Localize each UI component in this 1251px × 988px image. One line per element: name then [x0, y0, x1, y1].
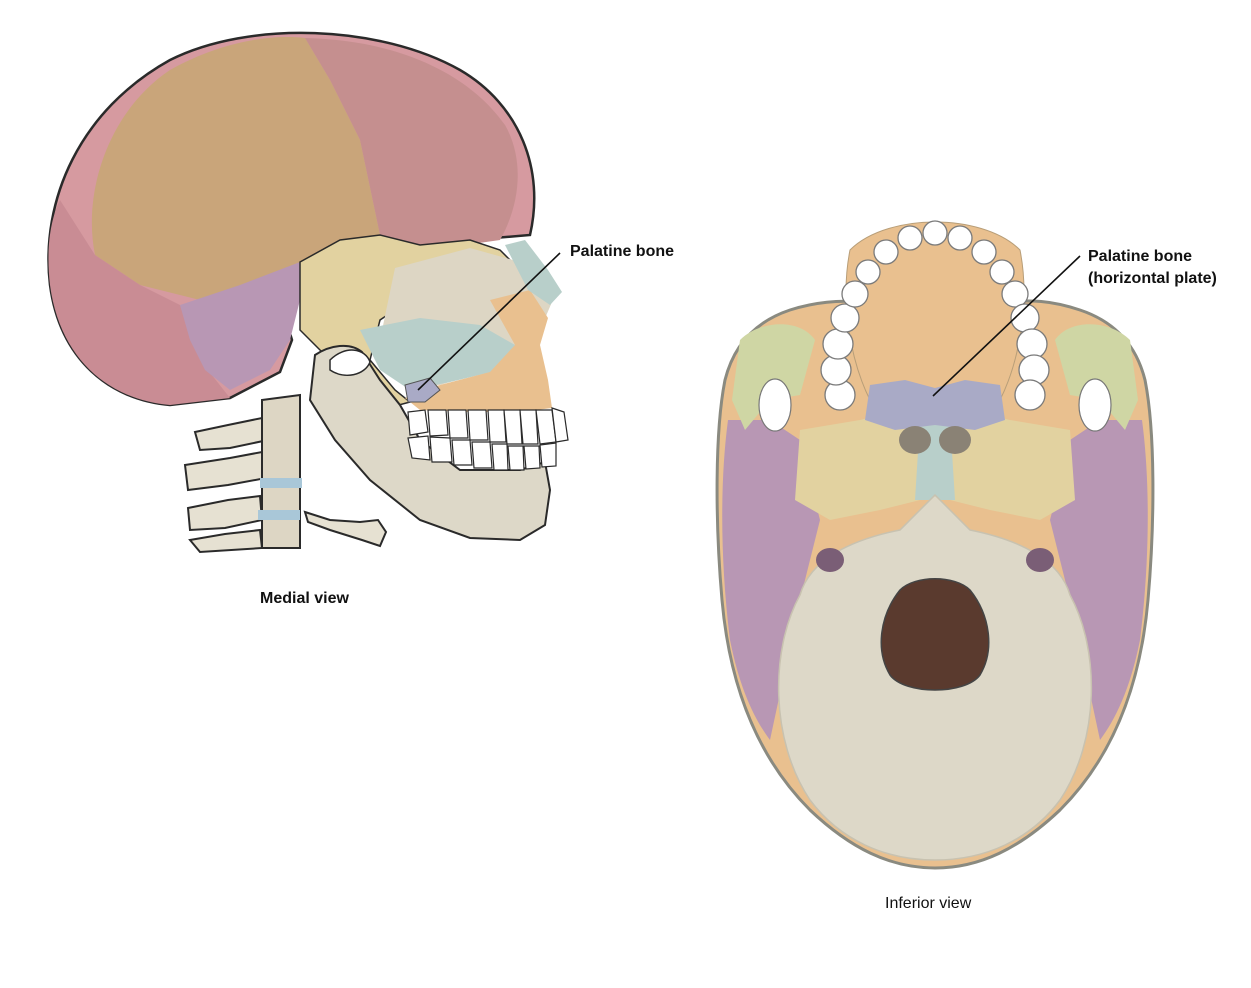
medial-palatine-label: Palatine bone — [570, 243, 675, 260]
zygomatic-right — [1055, 324, 1138, 430]
inferior-view-caption: Inferior view — [885, 895, 972, 912]
medial-view-caption: Medial view — [260, 590, 349, 607]
zygomatic-left — [732, 324, 815, 430]
palatine-bone-medial — [404, 377, 441, 403]
inferior-callout-line — [932, 255, 1081, 397]
inferior-palatine-label: Palatine bone (horizontal plate) — [1088, 246, 1217, 290]
parietal-bone — [305, 38, 518, 250]
nasal-bone — [505, 240, 562, 305]
maxilla-bone — [405, 290, 552, 412]
frontal-bone — [91, 37, 380, 301]
occipital-bone — [48, 200, 230, 405]
palatine-bone-inferior — [865, 380, 1005, 430]
upper-teeth — [407, 407, 569, 445]
inferior-palatine-label-line2: (horizontal plate) — [1088, 270, 1217, 287]
vomer-bone — [360, 318, 515, 390]
maxillary-teeth-arch — [820, 220, 1050, 411]
cervical-spine — [183, 393, 388, 554]
temporal-bone — [180, 262, 300, 390]
lower-teeth — [407, 435, 557, 471]
foramen-magnum — [880, 578, 990, 691]
inferior-palatine-label-line1: Palatine bone — [1088, 248, 1193, 265]
medial-callout-line — [417, 252, 561, 391]
hard-palate — [845, 221, 1025, 401]
